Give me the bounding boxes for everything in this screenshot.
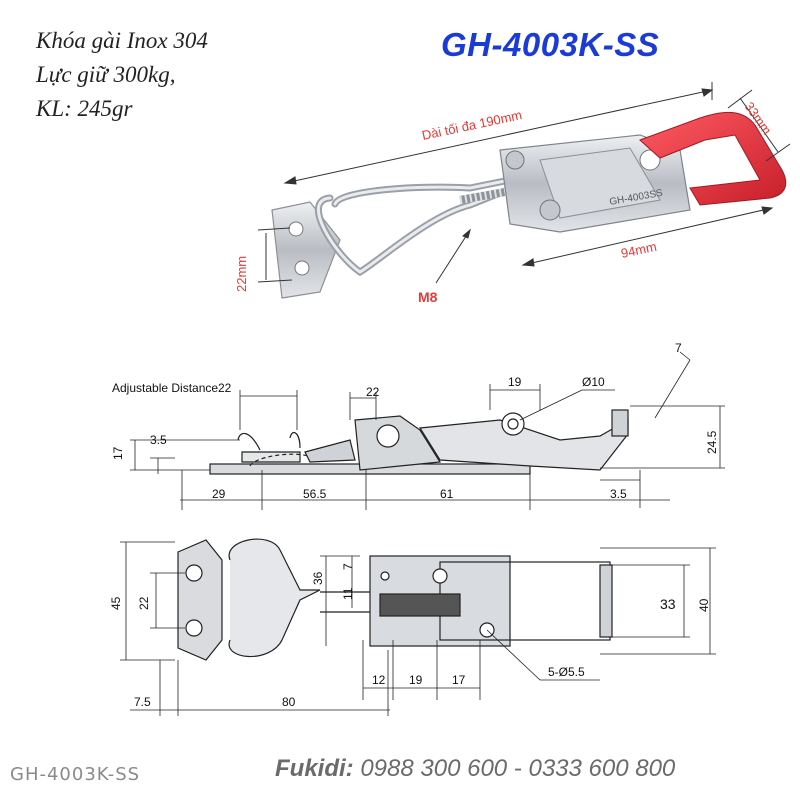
spec-weight: KL: 245gr [36,96,133,121]
dim-adjustable: 22 [218,381,232,395]
brand-name: Fukidi: [275,755,354,782]
footer-contact: Fukidi: 0988 300 600 - 0333 600 800 [275,755,675,783]
side-view-outline [209,409,629,475]
dim-45: 45 [109,596,123,610]
dim-17-top: 17 [452,673,466,687]
dim-61: 61 [440,487,454,501]
phone-numbers: 0988 300 600 - 0333 600 800 [360,755,676,782]
mount-hole-icon [294,260,310,276]
top-view-outline [177,538,613,661]
dim-3-5-right: 3.5 [610,487,627,501]
dim-40: 40 [697,598,711,612]
dim-holes: 5-Ø5.5 [548,665,585,679]
dim-24-5: 24.5 [705,430,719,454]
dim-3-5-left: 3.5 [150,433,167,447]
hole-spacing-label: 22mm [234,256,249,292]
dim-33: 33 [660,596,676,612]
dim-phi10: Ø10 [582,375,605,389]
dim-80: 80 [282,695,296,709]
dim-7-5: 7.5 [134,695,151,709]
dim-22-top: 22 [137,596,151,610]
dim-17: 17 [111,446,125,460]
spec-holding-force: Lực giữ 300kg, [36,62,176,87]
pivot-icon [505,150,525,170]
model-code: GH-4003K-SS [441,26,660,63]
dim-11: 11 [341,587,355,600]
dim-19: 19 [508,375,522,389]
length-94-label: 94mm [620,239,658,261]
dim-7: 7 [675,341,682,355]
pivot-icon [639,149,661,171]
dim-56-5: 56.5 [303,487,327,501]
dim-36: 36 [311,571,325,585]
dimension-lines [257,82,791,284]
red-handle [639,111,787,206]
pivot-icon [539,199,561,221]
top-view-dimensions [120,541,716,716]
dim-19-top: 19 [409,673,423,687]
dim-22: 22 [366,385,380,399]
dim-29: 29 [212,487,226,501]
dim-12: 12 [372,673,386,687]
footer-model-code: GH-4003K-SS [10,764,141,785]
spec-material: Khóa gài Inox 304 [36,28,208,53]
thread-label: M8 [418,289,438,305]
adjustable-distance-label: Adjustable Distance [112,381,218,395]
side-view-dimensions [130,351,725,510]
mount-hole-icon [288,221,304,237]
dim-7-top: 7 [341,563,355,570]
